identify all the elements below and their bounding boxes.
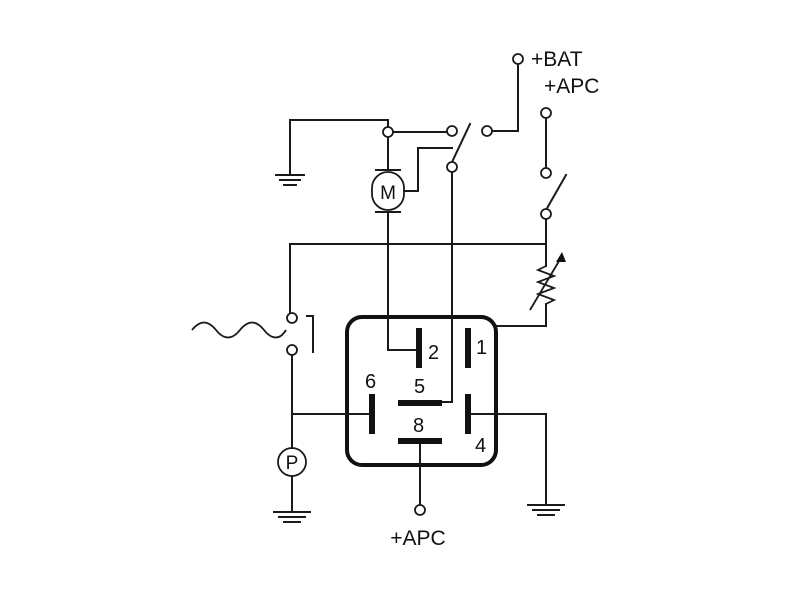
motor-top-wire (387, 131, 447, 171)
bat-label: +BAT (531, 48, 583, 71)
pin-bar-8 (398, 438, 442, 444)
pin-bar-4 (465, 394, 471, 434)
terminal-switch-right (481, 125, 493, 137)
pin-bar-6 (369, 394, 375, 434)
terminal-sensor-upper (286, 312, 298, 324)
pin-label-1: 1 (476, 337, 487, 359)
switch-blade-bat[interactable] (450, 122, 472, 164)
pin-bar-1 (465, 328, 471, 368)
terminal-motor-top (382, 126, 394, 138)
bus-wire (289, 218, 547, 313)
pressure-switch-label: P (286, 453, 299, 474)
pin-label-5: 5 (414, 376, 425, 398)
bat-wire (491, 62, 519, 132)
apc-top-label: +APC (544, 75, 599, 98)
terminal-apc-switch-lower (540, 208, 552, 220)
terminal-apc-bottom (414, 504, 426, 516)
pin-bar-2 (416, 328, 422, 368)
terminal-bat (512, 53, 524, 65)
switch-blade-apc[interactable] (544, 173, 568, 212)
apc-bottom-label: +APC (390, 527, 445, 550)
pin-label-4: 4 (475, 435, 486, 457)
variable-resistor (495, 243, 566, 327)
terminal-apc-top (540, 107, 552, 119)
motor-label: M (380, 183, 396, 204)
relay-body (345, 315, 498, 467)
terminal-sensor-lower (286, 344, 298, 356)
ground-symbol-left (273, 475, 311, 523)
pin-bar-5 (398, 400, 442, 406)
terminal-switch-left (446, 125, 458, 137)
terminal-apc-switch-upper (540, 167, 552, 179)
wire-pin5 (439, 171, 453, 403)
terminal-switch-common (446, 161, 458, 173)
pin-label-8: 8 (413, 415, 424, 437)
ground-symbol-right (527, 504, 565, 516)
pin-label-2: 2 (428, 342, 439, 364)
motor-switch-feedback-wire (403, 147, 453, 192)
wire-pin2 (387, 221, 417, 351)
pin-label-6: 6 (365, 371, 376, 393)
thermal-sensor (191, 315, 314, 353)
wire-pin4 (469, 413, 547, 506)
